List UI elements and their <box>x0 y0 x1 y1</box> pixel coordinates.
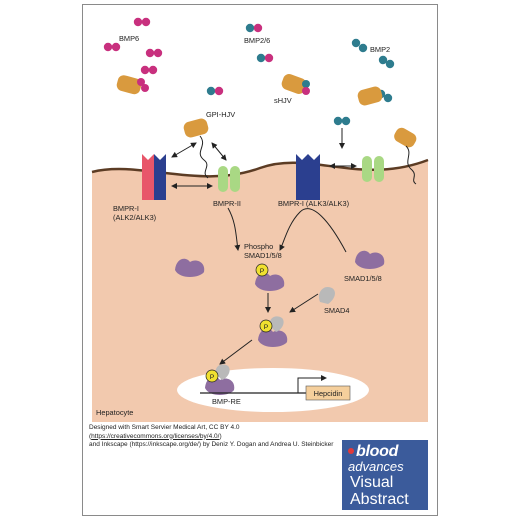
credit-text: Designed with Smart Servier Medical Art,… <box>89 424 334 449</box>
bmpr1-right-label: BMPR-I (ALK3/ALK3) <box>278 199 349 208</box>
gpi-hjv <box>394 127 417 148</box>
bmp2-6-dimer <box>256 53 274 63</box>
bmp6-dimer <box>140 65 158 75</box>
bmp6-dimer <box>103 42 121 52</box>
smad-complex: P <box>258 316 288 347</box>
hjv-with-bmp6 <box>116 75 142 95</box>
brand-subname: advances <box>348 459 404 474</box>
gpi-anchor <box>405 145 417 185</box>
bmp2-6-dimer <box>206 86 224 96</box>
arrow <box>289 293 319 313</box>
shjv-label: sHJV <box>274 96 292 105</box>
smad158-protein <box>175 258 205 277</box>
bmp6-label: BMP6 <box>119 34 139 43</box>
bmpr1-alk3-alk3 <box>296 154 320 200</box>
bmpr1-alk2-alk3 <box>142 154 166 200</box>
bmpr2-receptor <box>218 166 240 192</box>
hepatocyte-label: Hepatocyte <box>96 408 133 417</box>
svg-text:P: P <box>260 268 265 275</box>
svg-text:P: P <box>264 324 269 331</box>
phospho-sublabel: SMAD1/5/8 <box>244 251 282 260</box>
smad4-protein <box>318 286 335 304</box>
smad158-protein <box>355 250 385 269</box>
blood-advances-badge: blood advances Visual Abstract <box>342 440 428 510</box>
arrow <box>279 208 347 253</box>
hepatocyte-cell <box>92 160 428 422</box>
nuclear-smad-complex: P <box>205 364 235 395</box>
gpi-hjv-label: GPI-HJV <box>206 110 235 119</box>
bmp2-dimer <box>351 38 368 53</box>
arrow <box>171 142 197 158</box>
bmp-re-label: BMP-RE <box>212 397 241 406</box>
svg-text:P: P <box>210 374 215 381</box>
shjv-with-bmp2 <box>357 86 383 106</box>
bmp2-dimer <box>333 116 351 126</box>
bmpr2-receptor <box>362 156 384 182</box>
bmpr1-left-label: BMPR-I <box>113 204 139 213</box>
bmpr1-left-sublabel: (ALK2/ALK3) <box>113 213 156 222</box>
license-link[interactable]: https://creativecommons.org/licenses/by/… <box>91 432 220 440</box>
smad158-label: SMAD1/5/8 <box>344 274 382 283</box>
hepcidin-gene <box>305 385 351 401</box>
bmp2-6-label: BMP2/6 <box>244 36 270 45</box>
badge-title-line2: Abstract <box>350 491 409 508</box>
smad4-label: SMAD4 <box>324 306 349 315</box>
bmp2-6-dimer <box>245 23 263 33</box>
arrow <box>227 207 241 251</box>
transcription-start-arrow <box>297 375 327 393</box>
hepcidin-label: Hepcidin <box>314 389 343 398</box>
badge-title-line1: Visual <box>350 474 394 491</box>
brand-name: blood <box>356 443 399 460</box>
bmp2-label: BMP2 <box>370 45 390 54</box>
bmpr2-label: BMPR-II <box>213 199 241 208</box>
arrow <box>219 339 253 365</box>
arrow <box>211 142 227 161</box>
bmp6-dimer <box>133 17 151 27</box>
gpi-anchor <box>199 135 209 179</box>
phospho-smad158: P <box>255 263 285 291</box>
bmp6-dimer <box>145 48 163 58</box>
phospho-label: Phospho <box>244 242 273 251</box>
gpi-hjv <box>183 118 209 138</box>
shjv <box>281 74 307 94</box>
bmp2-dimer <box>378 55 395 69</box>
